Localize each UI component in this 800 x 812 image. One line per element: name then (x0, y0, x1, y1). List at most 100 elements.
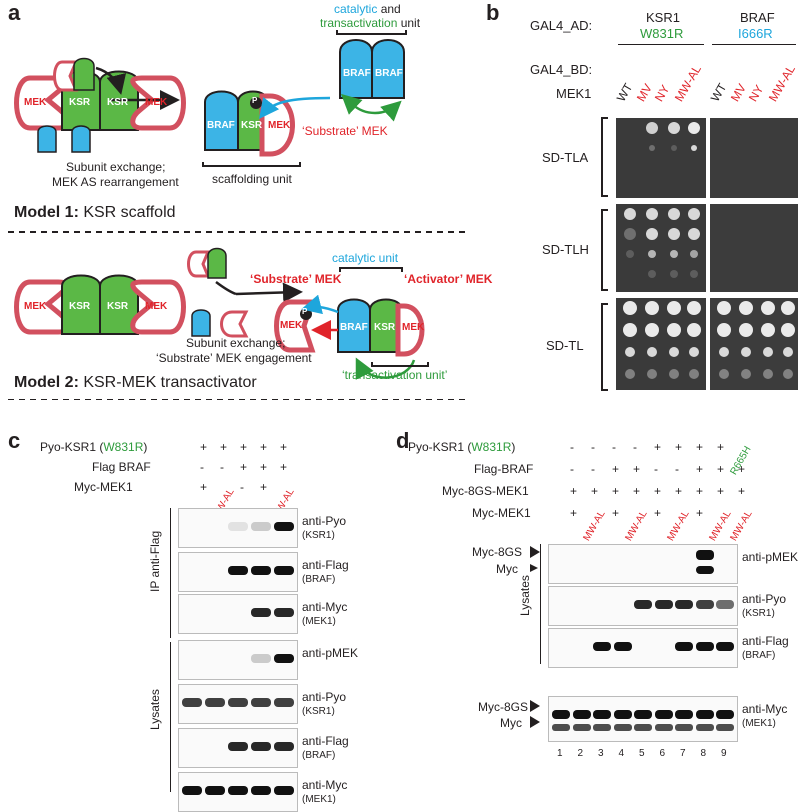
lane-mark-d-3-5: MW-AL (665, 508, 692, 543)
band-arrows-d (530, 546, 540, 728)
yeast-spot (717, 301, 731, 315)
lane-mark-d-1-8: + (738, 462, 746, 476)
band (205, 786, 225, 795)
lane-mark-d-2-1: + (591, 484, 599, 498)
lane-mark-d-2-2: + (612, 484, 620, 498)
band (274, 654, 294, 663)
yeast-spot (761, 323, 775, 337)
band-label-myc-top: Myc (496, 562, 518, 576)
yeast-spot (783, 369, 793, 379)
yeast-spot (741, 347, 751, 357)
blot-ab-c-0: anti-Pyo (302, 514, 347, 528)
blot-ab-c-4: anti-Pyo (302, 690, 347, 704)
model1-scaffold-ksr-label: KSR (241, 120, 263, 131)
model2-transactivation-unit-label: ‘transactivation unit’ (342, 368, 448, 382)
band (675, 642, 693, 651)
model2-exchange-pieces (187, 247, 303, 338)
lane-number-d-3: 4 (618, 748, 625, 759)
lysates-label-c: Lysates (148, 689, 162, 730)
band (675, 600, 693, 609)
treatment-label-mut: W831R (471, 440, 512, 454)
lane-mark-c-0-4: + (280, 440, 288, 454)
lane-mark-d-0-7: + (717, 440, 725, 454)
lane-mark-c-0-2: + (240, 440, 248, 454)
yeast-spot (689, 369, 699, 379)
model1-unit-label-line1: catalytic and (334, 2, 401, 16)
band (251, 698, 271, 707)
yeast-spot (625, 369, 635, 379)
treatment-label-text: Myc-MEK1 (472, 506, 531, 520)
treatment-label-text: Pyo-KSR1 ( (40, 440, 104, 454)
band (613, 642, 632, 651)
lane-mark-d-1-4: - (654, 462, 658, 476)
lane-number-d-7: 8 (700, 748, 707, 759)
lane-mark-c-1-3: + (260, 460, 268, 474)
band (274, 522, 294, 531)
ksr1-label: KSR1 (646, 10, 680, 25)
treatment-label-d-2: Myc-8GS-MEK1 (442, 484, 529, 498)
ip-bracket-c (170, 508, 171, 638)
lane-mark-c-1-4: + (280, 460, 288, 474)
lane-mark-d-1-6: + (696, 462, 704, 476)
model2-catalytic-arrow (301, 294, 339, 315)
blot-target-c-4: (KSR1) (302, 706, 335, 717)
yeast-spot (669, 347, 679, 357)
model2-braf-label: BRAF (340, 322, 368, 333)
lane-number-d-5: 6 (659, 748, 666, 759)
medium-sd-tlh: SD-TLH (542, 242, 589, 257)
model2-mek-left-label: MEK (24, 301, 47, 312)
lane-mark-c-1-2: + (240, 460, 248, 474)
yeast-spot (649, 145, 655, 151)
yeast-spot (667, 323, 681, 337)
band (654, 724, 673, 731)
lane-mark-d-3-3: MW-AL (623, 508, 650, 543)
yeast-spot (624, 228, 636, 240)
yeast-spot (668, 208, 680, 220)
model1-substrate-mek-label: ‘Substrate’ MEK (302, 124, 388, 138)
yeast-spot (646, 228, 658, 240)
band (274, 698, 294, 707)
model2-title: Model 2: KSR-MEK transactivator (14, 374, 257, 391)
yeast-spot (647, 347, 657, 357)
band (552, 710, 570, 719)
band (695, 724, 714, 731)
band (675, 724, 693, 731)
yeast-spot (647, 369, 657, 379)
yeast-spot-plates (601, 117, 798, 391)
lane-mark-d-2-3: + (633, 484, 641, 498)
band (274, 786, 294, 795)
yeast-spot (669, 369, 679, 379)
band (251, 786, 271, 795)
band (228, 698, 248, 707)
band (572, 724, 591, 731)
model2-mek-ksr-complex (14, 274, 186, 335)
lane-mark-d-3-1: MW-AL (581, 508, 608, 543)
panel-letter-d: d (396, 428, 410, 453)
model1-mek-right-label: MEK (145, 97, 168, 108)
band (228, 522, 248, 531)
model2-exchange-line1: Subunit exchange; (186, 336, 286, 350)
band (716, 600, 734, 609)
model1-mek-left-label: MEK (24, 97, 47, 108)
yeast-spot (741, 369, 751, 379)
lane-mark-d-0-6: + (696, 440, 704, 454)
model2-transactivation-bracket (371, 362, 429, 367)
model2-activator-mek-shape-label: MEK (402, 322, 425, 333)
bd-label-braf-0: WT (707, 80, 730, 104)
band (251, 654, 271, 663)
treatment-label-text: Myc-MEK1 (74, 480, 133, 494)
lane-mark-d-2-4: + (654, 484, 662, 498)
yeast-spot (624, 208, 636, 220)
lane-mark-d-0-0: - (570, 440, 574, 454)
gal4-bd-label: GAL4_BD: (530, 62, 593, 77)
braf-mut-label: I666R (738, 26, 773, 41)
band (695, 566, 714, 574)
yeast-spot (691, 145, 697, 151)
band (654, 600, 673, 609)
medium-sd-tla: SD-TLA (542, 150, 589, 165)
yeast-spot (719, 347, 729, 357)
model1-exchange-line1: Subunit exchange; (66, 160, 166, 174)
bd-label-braf-2: NY (745, 82, 767, 104)
blot-target-d-2: (BRAF) (742, 650, 776, 661)
blot-target-c-5: (BRAF) (302, 750, 336, 761)
